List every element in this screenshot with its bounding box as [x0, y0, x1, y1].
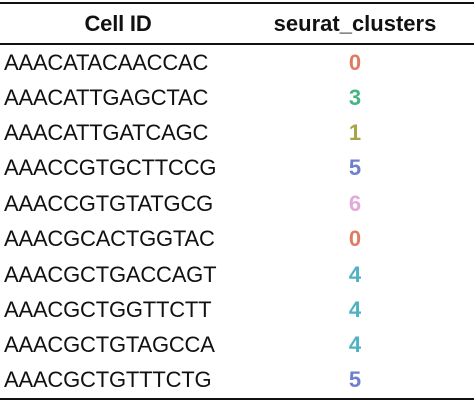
- cell-id-value: AAACGCTGTAGCCA: [4, 332, 215, 357]
- cell-id-value: AAACATTGAGCTAC: [4, 85, 209, 110]
- table-row: AAACGCTGGTTCTT 4: [0, 292, 474, 328]
- table-row: AAACGCACTGGTAC 0: [0, 221, 474, 257]
- cluster-value: 0: [348, 226, 362, 251]
- table-row: AAACGCTGTAGCCA 4: [0, 327, 474, 363]
- table-row: AAACATTGATCAGC 1: [0, 115, 474, 151]
- table-row: AAACATACAACCAC 0: [0, 45, 474, 81]
- table-header-row: Cell ID seurat_clusters: [0, 5, 474, 43]
- top-rule: [0, 2, 474, 4]
- table-row: AAACCGTGTATGCG 6: [0, 186, 474, 222]
- cell-id-value: AAACATACAACCAC: [4, 50, 209, 75]
- header-seurat-clusters: seurat_clusters: [273, 11, 437, 36]
- bottom-rule: [0, 398, 474, 400]
- cell-id-value: AAACGCTGTTTCTG: [4, 367, 212, 392]
- cluster-value: 1: [348, 120, 362, 145]
- cell-id-value: AAACGCACTGGTAC: [4, 226, 215, 251]
- cluster-value: 5: [348, 155, 362, 180]
- table-row: AAACGCTGTTTCTG 5: [0, 362, 474, 398]
- header-cell-id: Cell ID: [84, 11, 152, 36]
- cluster-value: 6: [348, 191, 362, 216]
- table-row: AAACATTGAGCTAC 3: [0, 80, 474, 116]
- header-rule: [0, 43, 474, 45]
- cell-id-value: AAACGCTGGTTCTT: [4, 297, 212, 322]
- cell-id-value: AAACCGTGTATGCG: [4, 191, 214, 216]
- cluster-value: 3: [348, 85, 362, 110]
- cluster-value: 4: [348, 297, 362, 322]
- table-row: AAACGCTGACCAGT 4: [0, 257, 474, 293]
- cell-id-value: AAACATTGATCAGC: [4, 120, 209, 145]
- cluster-value: 4: [348, 332, 362, 357]
- cluster-value: 5: [348, 367, 362, 392]
- cell-id-value: AAACCGTGCTTCCG: [4, 155, 217, 180]
- cluster-value: 0: [348, 50, 362, 75]
- cell-id-value: AAACGCTGACCAGT: [4, 262, 217, 287]
- table-row: AAACCGTGCTTCCG 5: [0, 150, 474, 186]
- cluster-value: 4: [348, 262, 362, 287]
